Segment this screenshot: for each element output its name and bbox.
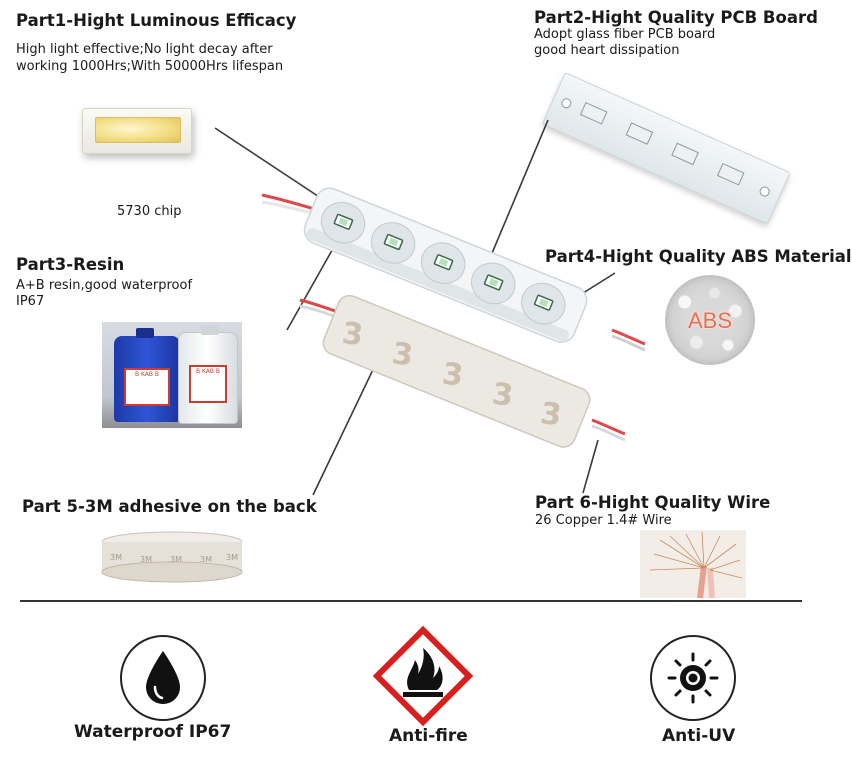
adhesive-tape-roll-image: 3M 3M 3M 3M 3M <box>101 531 243 583</box>
svg-text:3M: 3M <box>226 553 238 562</box>
abs-badge: ABS <box>687 308 733 333</box>
part5-title: Part 5-3M adhesive on the back <box>22 497 317 516</box>
part4-title: Part4-Hight Quality ABS Material <box>545 247 852 266</box>
svg-text:3: 3 <box>538 396 563 433</box>
flame-hazard-icon <box>372 625 474 727</box>
feature-label-anti-fire: Anti-fire <box>389 726 468 746</box>
part2-desc-line1: Adopt glass fiber PCB board <box>534 27 716 42</box>
sun-icon <box>650 635 736 721</box>
chip-caption: 5730 chip <box>117 204 182 219</box>
abs-pellets-image: ABS <box>665 275 755 365</box>
part3-desc-line1: A+B resin,good waterproof <box>16 278 193 293</box>
part2-title: Part2-Hight Quality PCB Board <box>534 8 818 27</box>
svg-text:3M: 3M <box>110 553 122 562</box>
feature-label-anti-uv: Anti-UV <box>662 726 736 746</box>
svg-text:3M: 3M <box>200 555 212 564</box>
leader-line-part5 <box>312 354 381 496</box>
svg-text:3: 3 <box>490 377 515 414</box>
part2-desc-line2: good heart dissipation <box>534 43 680 58</box>
water-drop-icon <box>120 635 206 721</box>
svg-text:3: 3 <box>390 336 415 373</box>
copper-wire-image <box>640 530 746 599</box>
svg-text:3: 3 <box>440 356 465 393</box>
svg-text:3M: 3M <box>170 555 182 564</box>
section-divider <box>20 600 802 602</box>
part6-title: Part 6-Hight Quality Wire <box>535 493 771 512</box>
svg-text:3M: 3M <box>140 555 152 564</box>
leader-line-part3 <box>286 244 336 331</box>
part1-desc-line2: working 1000Hrs;With 50000Hrs lifespan <box>16 59 284 74</box>
resin-bottles-image: B KAB B B KAB B <box>102 322 242 428</box>
led-module-diagram: 3 3 3 3 3 <box>214 119 646 496</box>
led-module-front <box>303 187 588 343</box>
part3-title: Part3-Resin <box>16 255 125 274</box>
part1-desc-line1: High light effective;No light decay afte… <box>16 42 273 57</box>
feature-label-waterproof: Waterproof IP67 <box>74 722 232 742</box>
leader-line-part2 <box>489 119 549 259</box>
part6-desc: 26 Copper 1.4# Wire <box>535 513 672 528</box>
led-chip-image <box>82 108 192 154</box>
part3-desc-line2: IP67 <box>16 294 45 309</box>
svg-text:3: 3 <box>340 316 365 353</box>
led-module-back: 3 3 3 3 3 <box>322 294 591 448</box>
part1-title: Part1-Hight Luminous Efficacy <box>16 11 297 30</box>
leader-line-part6 <box>582 439 599 494</box>
